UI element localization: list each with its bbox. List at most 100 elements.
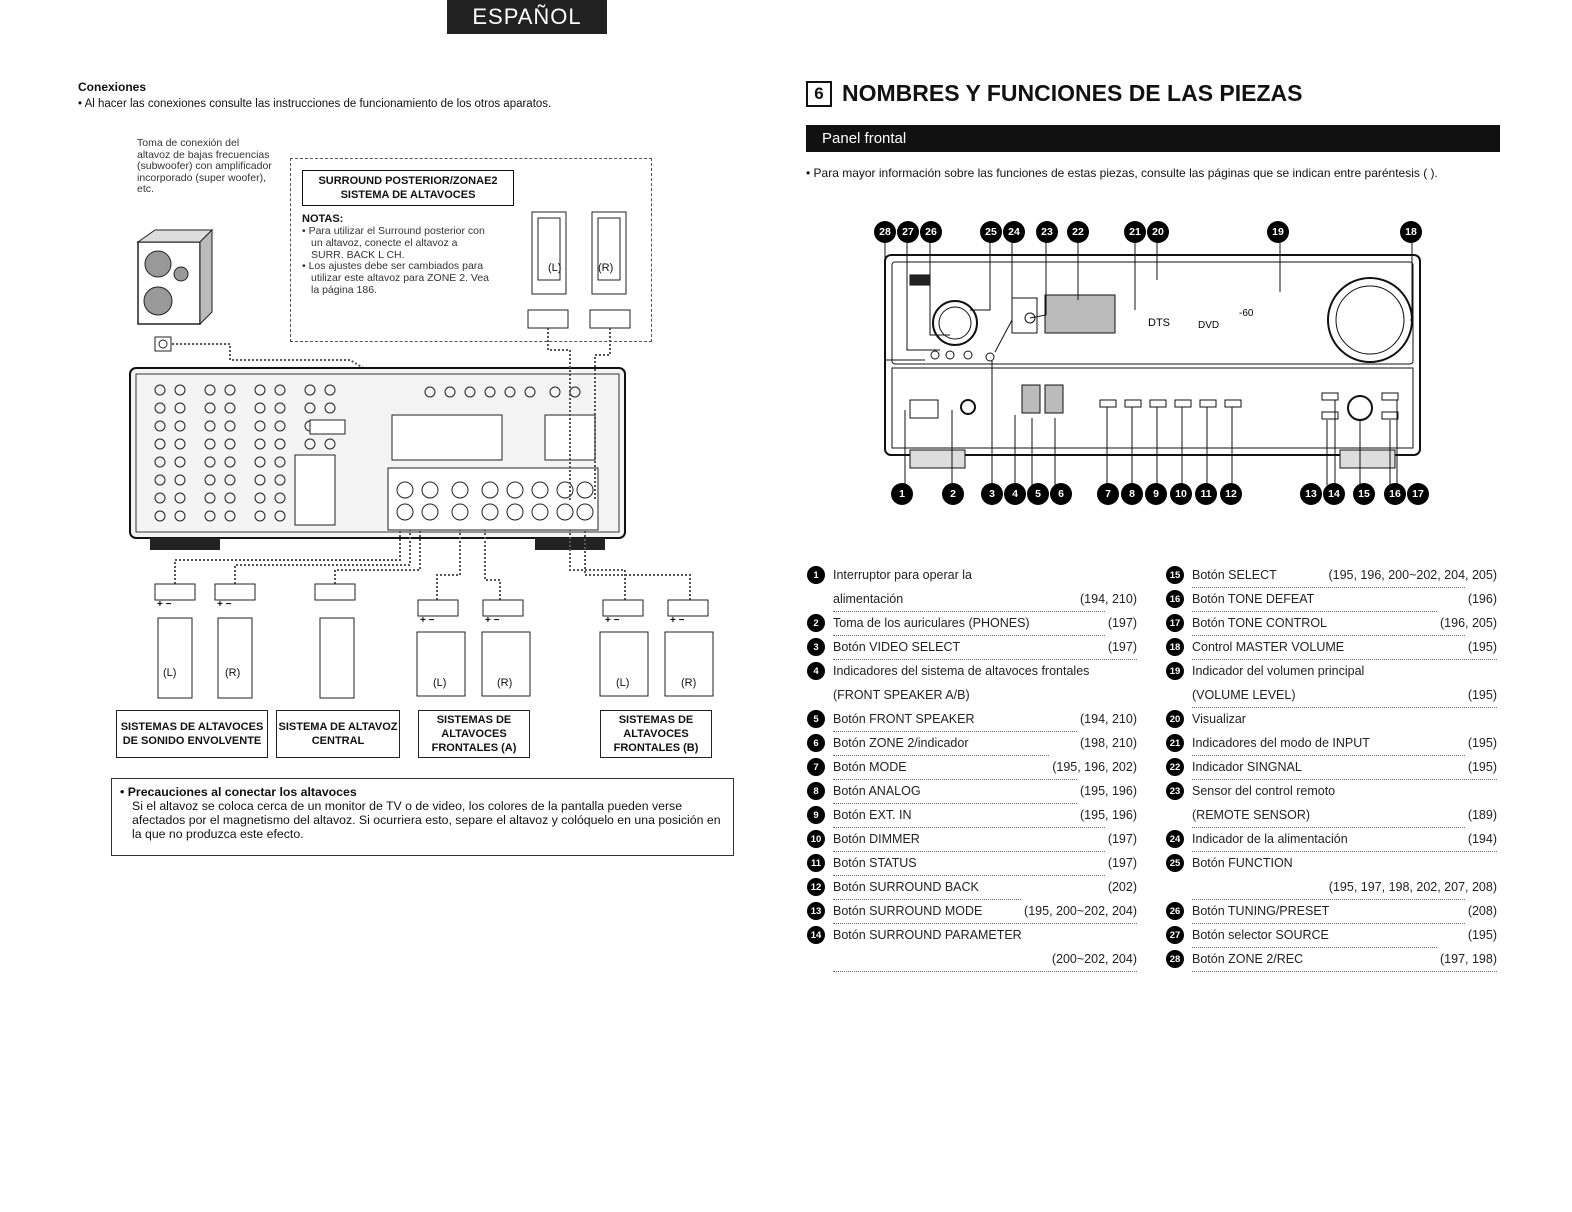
part-pages: (195, 200~202, 204)	[1022, 899, 1137, 923]
polarity-label: + −	[605, 615, 620, 626]
display-dvd: DVD	[1198, 320, 1219, 331]
part-name-continued: alimentación	[833, 587, 1137, 612]
part-name-continued: (VOLUME LEVEL)	[1192, 683, 1497, 708]
callout-26: 26	[920, 221, 942, 243]
part-item-25: 25 Botón FUNCTION (195, 197, 198, 202, 20…	[1166, 854, 1497, 900]
part-number: 25	[1166, 854, 1184, 872]
polarity-label: + −	[157, 599, 172, 610]
speaker-label-r: (R)	[225, 667, 241, 679]
label-surround-speakers: SISTEMAS DE ALTAVOCES DE SONIDO ENVOLVEN…	[116, 710, 268, 758]
callout-18: 18	[1400, 221, 1422, 243]
part-number: 6	[807, 734, 825, 752]
part-item-18: 18 Control MASTER VOLUME(195)	[1166, 635, 1497, 660]
polarity-label: + −	[420, 615, 435, 626]
callout-4: 4	[1004, 483, 1026, 505]
part-number: 5	[807, 710, 825, 728]
part-number: 3	[807, 638, 825, 656]
callout-22: 22	[1067, 221, 1089, 243]
callout-2: 2	[942, 483, 964, 505]
part-name-continued: (FRONT SPEAKER A/B)	[833, 688, 970, 702]
part-item-19: 19 Indicador del volumen principal (VOLUME…	[1166, 662, 1497, 708]
part-name: Control MASTER VOLUME	[1192, 635, 1497, 660]
part-pages: (208)	[1465, 899, 1497, 923]
part-name: Botón TUNING/PRESET	[1192, 899, 1497, 924]
display-dts: DTS	[1148, 317, 1170, 329]
callout-6: 6	[1050, 483, 1072, 505]
part-item-28: 28 Botón ZONE 2/REC(197, 198)	[1166, 947, 1497, 972]
part-pages: (189)	[1465, 803, 1497, 827]
part-name-continued	[1192, 875, 1497, 900]
part-pages: (197)	[1105, 611, 1137, 635]
part-name: Botón VIDEO SELECT	[833, 635, 1137, 660]
callout-14: 14	[1323, 483, 1345, 505]
part-number: 7	[807, 758, 825, 776]
part-pages: (195, 196)	[1078, 779, 1137, 803]
surround-box-line1: SURROUND POSTERIOR/ZONAE2	[318, 175, 498, 187]
part-name: Botón SURROUND BACK	[833, 875, 1137, 900]
part-name: Botón ANALOG	[833, 779, 1137, 804]
part-number: 26	[1166, 902, 1184, 920]
subwoofer-note: Toma de conexión del altavoz de bajas fr…	[137, 137, 272, 195]
speaker-label-l: (L)	[548, 262, 562, 274]
callout-19: 19	[1267, 221, 1289, 243]
callout-10: 10	[1170, 483, 1192, 505]
front-panel-diagram: DTS DVD -60	[884, 240, 1421, 485]
part-pages: (195)	[1465, 755, 1497, 779]
part-number: 16	[1166, 590, 1184, 608]
panel-front-bar: Panel frontal	[806, 125, 1500, 152]
surround-back-speakers	[527, 211, 631, 329]
part-number: 23	[1166, 782, 1184, 800]
section-header: 6 NOMBRES Y FUNCIONES DE LAS PIEZAS	[806, 80, 1303, 107]
part-pages: (195)	[1465, 683, 1497, 707]
part-number: 18	[1166, 638, 1184, 656]
part-number: 17	[1166, 614, 1184, 632]
part-number: 13	[807, 902, 825, 920]
part-number: 11	[807, 854, 825, 872]
part-name: Botón ZONE 2/REC	[1192, 947, 1497, 972]
callout-16: 16	[1384, 483, 1406, 505]
part-pages: (196)	[1465, 587, 1497, 611]
part-name: Indicador del volumen principal	[1192, 664, 1365, 678]
part-number: 10	[807, 830, 825, 848]
part-pages: (194, 210)	[1078, 587, 1137, 611]
part-pages: (197, 198)	[1438, 947, 1497, 971]
label-center-speaker: SISTEMA DE ALTAVOZ CENTRAL	[276, 710, 400, 758]
part-item-17: 17 Botón TONE CONTROL(196, 205)	[1166, 611, 1497, 636]
connections-bullet: • Al hacer las conexiones consulte las i…	[78, 98, 552, 110]
part-name: Botón FUNCTION	[1192, 856, 1293, 870]
surround-box-line2: SISTEMA DE ALTAVOCES	[340, 189, 476, 201]
part-name: Visualizar	[1192, 712, 1246, 726]
callout-5: 5	[1027, 483, 1049, 505]
part-pages: (197)	[1105, 851, 1137, 875]
info-paragraph: • Para mayor información sobre las funci…	[806, 166, 1438, 180]
part-pages: (197)	[1105, 827, 1137, 851]
callout-17: 17	[1407, 483, 1429, 505]
surround-back-dashed-area	[290, 158, 652, 342]
speaker-label-l: (L)	[616, 677, 630, 689]
part-pages: (195)	[1465, 635, 1497, 659]
precautions-text: Si el altavoz se coloca cerca de un moni…	[132, 799, 721, 841]
polarity-label: + −	[485, 615, 500, 626]
part-pages: (195, 197, 198, 202, 207, 208)	[1326, 875, 1497, 899]
part-number: 19	[1166, 662, 1184, 680]
precautions-title: • Precauciones al conectar los altavoces	[120, 785, 357, 799]
part-item-26: 26 Botón TUNING/PRESET(208)	[1166, 899, 1497, 924]
part-name: Botón TONE CONTROL	[1192, 611, 1497, 636]
part-number: 28	[1166, 950, 1184, 968]
part-pages: (196, 205)	[1438, 611, 1497, 635]
callout-21: 21	[1124, 221, 1146, 243]
